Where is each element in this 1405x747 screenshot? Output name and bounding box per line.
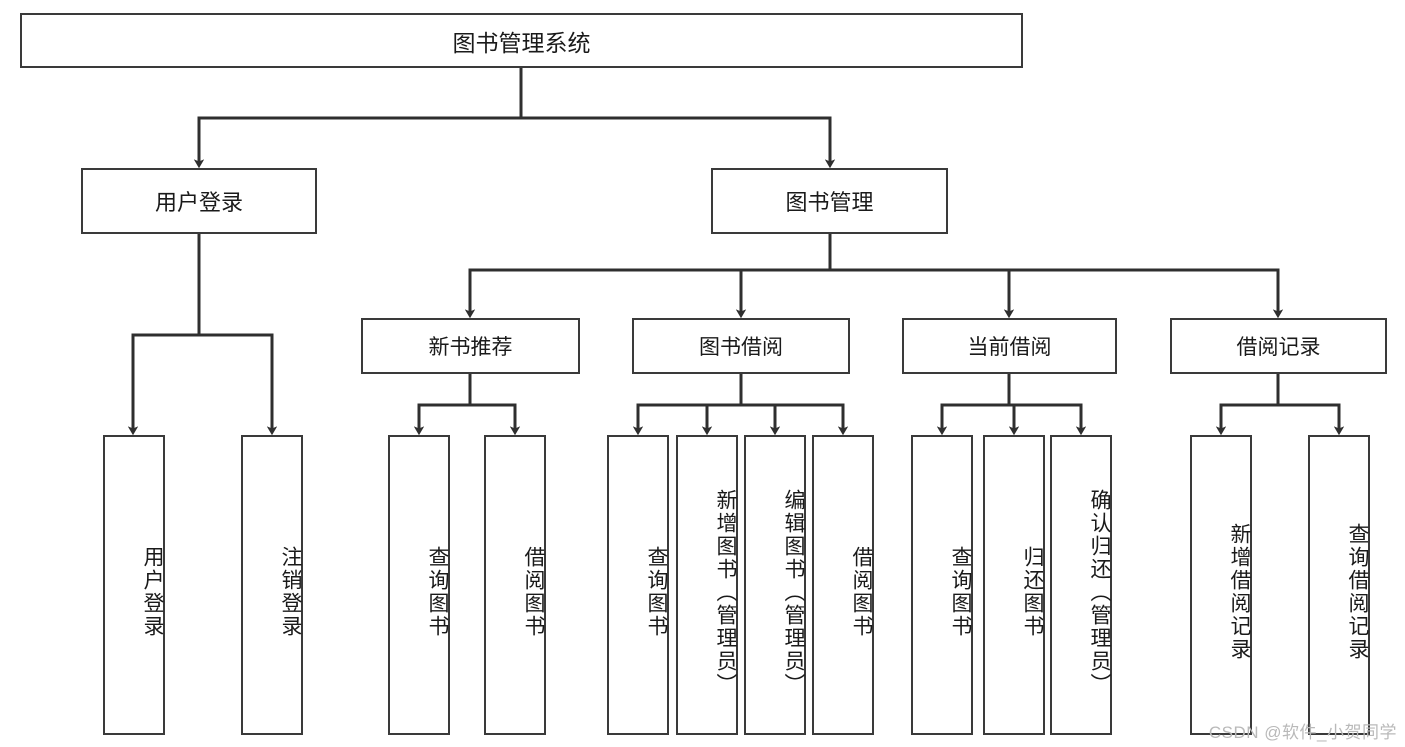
node-book-borrow-label: 图书借阅 <box>699 336 783 359</box>
node-root-label: 图书管理系统 <box>452 29 591 56</box>
leaf-query-borrow-record[interactable]: 查询借阅记录 <box>1308 435 1370 735</box>
leaf-edit-book-admin[interactable]: 编辑图书（管理员） <box>744 435 806 735</box>
leaf-query-book-recommend[interactable]: 查询图书 <box>388 435 450 735</box>
leaf-user-login-label: 用户登录 <box>141 546 164 638</box>
leaf-query-book-current-label: 查询图书 <box>949 546 972 638</box>
leaf-borrow-book-label: 借阅图书 <box>850 546 873 638</box>
node-book-borrow[interactable]: 图书借阅 <box>632 318 850 374</box>
leaf-query-book-label: 查询图书 <box>645 546 668 638</box>
leaf-logout[interactable]: 注销登录 <box>241 435 303 735</box>
leaf-logout-label: 注销登录 <box>279 546 302 638</box>
leaf-add-borrow-record-label: 新增借阅记录 <box>1228 523 1251 661</box>
leaf-user-login[interactable]: 用户登录 <box>103 435 165 735</box>
leaf-query-book-current[interactable]: 查询图书 <box>911 435 973 735</box>
leaf-add-borrow-record[interactable]: 新增借阅记录 <box>1190 435 1252 735</box>
leaf-query-borrow-record-label: 查询借阅记录 <box>1346 523 1369 661</box>
node-current-borrow[interactable]: 当前借阅 <box>902 318 1117 374</box>
leaf-query-book-recommend-label: 查询图书 <box>426 546 449 638</box>
leaf-return-book-label: 归还图书 <box>1021 546 1044 638</box>
leaf-edit-book-admin-label: 编辑图书（管理员） <box>782 488 805 696</box>
node-root[interactable]: 图书管理系统 <box>20 13 1023 68</box>
node-borrow-record-label: 借阅记录 <box>1236 336 1321 359</box>
leaf-add-book-admin[interactable]: 新增图书（管理员） <box>676 435 738 735</box>
leaf-query-book[interactable]: 查询图书 <box>607 435 669 735</box>
leaf-confirm-return-admin[interactable]: 确认归还（管理员） <box>1050 435 1112 735</box>
leaf-return-book[interactable]: 归还图书 <box>983 435 1045 735</box>
node-user-login[interactable]: 用户登录 <box>81 168 317 234</box>
node-current-borrow-label: 当前借阅 <box>967 336 1052 359</box>
leaf-borrow-book[interactable]: 借阅图书 <box>812 435 874 735</box>
node-borrow-record[interactable]: 借阅记录 <box>1170 318 1387 374</box>
leaf-borrow-book-recommend[interactable]: 借阅图书 <box>484 435 546 735</box>
node-book-management-label: 图书管理 <box>785 190 874 215</box>
leaf-add-book-admin-label: 新增图书（管理员） <box>714 488 737 696</box>
node-new-book-recommend-label: 新书推荐 <box>428 336 513 359</box>
leaf-confirm-return-admin-label: 确认归还（管理员） <box>1088 488 1111 696</box>
node-user-login-label: 用户登录 <box>154 190 243 215</box>
csdn-watermark: CSDN @软件_小贺同学 <box>1208 723 1397 742</box>
node-book-management[interactable]: 图书管理 <box>711 168 948 234</box>
leaf-borrow-book-recommend-label: 借阅图书 <box>522 546 545 638</box>
node-new-book-recommend[interactable]: 新书推荐 <box>361 318 580 374</box>
